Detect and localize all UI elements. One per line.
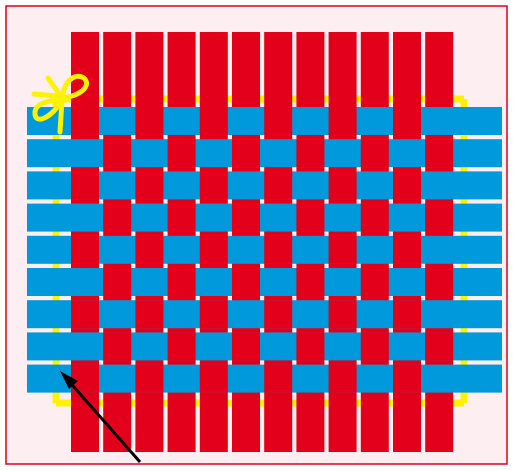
weave-crossing — [361, 139, 389, 167]
weave-crossing — [135, 171, 163, 199]
weave-crossing — [168, 204, 196, 232]
weave-crossing — [361, 332, 389, 360]
bow-tail — [34, 94, 58, 96]
weave-crossing — [361, 268, 389, 296]
weave-crossing — [232, 268, 260, 296]
weave-crossing — [232, 332, 260, 360]
weave-crossing — [425, 204, 453, 232]
weave-crossing — [71, 107, 99, 135]
weave-crossing — [71, 236, 99, 264]
weave-crossing — [393, 300, 421, 328]
weave-crossing — [264, 300, 292, 328]
weave-crossing — [135, 365, 163, 393]
weave-crossing — [103, 139, 131, 167]
weave-crossing — [200, 300, 228, 328]
weave-crossing — [425, 268, 453, 296]
weave-crossing — [393, 365, 421, 393]
weave-crossing — [232, 204, 260, 232]
weave-crossing — [425, 332, 453, 360]
weave-crossing — [200, 171, 228, 199]
weave-crossing — [329, 365, 357, 393]
weave-crossing — [296, 139, 324, 167]
weave-crossing — [296, 268, 324, 296]
weave-crossing — [329, 107, 357, 135]
weave-crossing — [200, 365, 228, 393]
weave-crossing — [393, 107, 421, 135]
weave-crossing — [71, 300, 99, 328]
weave-crossing — [393, 171, 421, 199]
weave-crossing — [135, 236, 163, 264]
weave-crossing — [329, 236, 357, 264]
weave-crossing — [425, 139, 453, 167]
weave-crossing — [103, 332, 131, 360]
weave-crossing — [232, 139, 260, 167]
weave-crossing — [168, 332, 196, 360]
weave-crossing — [264, 365, 292, 393]
weave-crossing — [329, 300, 357, 328]
weave-crossing — [135, 107, 163, 135]
weave-crossing — [103, 204, 131, 232]
weave-crossing — [361, 204, 389, 232]
weave-crossing — [168, 268, 196, 296]
weave-crossing — [329, 171, 357, 199]
weave-crossing — [71, 171, 99, 199]
weave-crossing — [296, 204, 324, 232]
weave-crossing — [264, 171, 292, 199]
weave-crossing — [168, 139, 196, 167]
weave-crossing — [393, 236, 421, 264]
weave-crossing — [264, 107, 292, 135]
weave-crossing — [103, 268, 131, 296]
weave-crossing — [200, 236, 228, 264]
weave-crossing — [135, 300, 163, 328]
weave-crossing — [296, 332, 324, 360]
weave-crossing — [200, 107, 228, 135]
bow-tail — [60, 100, 62, 132]
weave-crossing — [264, 236, 292, 264]
